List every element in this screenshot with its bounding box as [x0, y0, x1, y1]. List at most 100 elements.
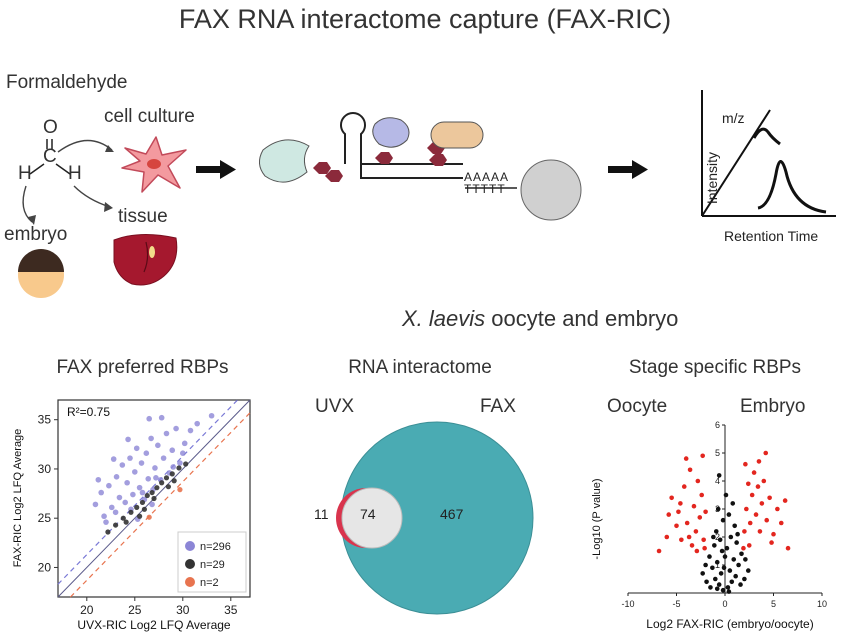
volcano-point: [694, 548, 700, 554]
x-tick-label: 20: [80, 603, 94, 617]
volcano-point: [782, 498, 788, 503]
volcano-point: [769, 540, 774, 545]
volcano-chart: -10-50510123456 Log2 FAX-RIC (embryo/ooc…: [591, 420, 827, 631]
x-tick-label: 0: [722, 599, 727, 609]
y-tick-label: 35: [38, 413, 52, 427]
volcano-point: [656, 548, 662, 554]
tissue-icon: [113, 234, 178, 286]
y-tick-label: 5: [715, 448, 720, 458]
volcano-point: [674, 523, 679, 529]
volcano-point: [746, 543, 752, 548]
volcano-point: [707, 554, 712, 559]
legend-label: n=296: [200, 541, 231, 553]
volcano-point: [713, 529, 719, 534]
volcano-point: [687, 467, 693, 473]
scatter-point: [137, 513, 143, 519]
scatter-point: [123, 519, 129, 525]
volcano-point: [712, 543, 717, 548]
volcano-point: [739, 551, 744, 557]
x-tick-label: -10: [621, 599, 634, 609]
scatter-point: [173, 425, 179, 432]
x-tick-label: 10: [817, 599, 827, 609]
scatter-point: [177, 487, 183, 493]
scatter-point: [105, 529, 111, 535]
upper-threshold-line: [57, 399, 238, 585]
scatter-point: [98, 489, 104, 496]
volcano-point: [734, 540, 739, 545]
scatter-point: [138, 460, 145, 466]
volcano-point: [778, 520, 784, 526]
venn-overlap-count: 74: [360, 506, 376, 522]
scatter-point: [119, 462, 126, 468]
volcano-point: [771, 531, 776, 537]
formaldehyde-label: Formaldehyde: [6, 72, 128, 93]
scatter-point: [181, 440, 188, 447]
volcano-point: [686, 534, 692, 540]
scatter-point: [116, 494, 123, 501]
scatter-point: [113, 522, 119, 528]
volcano-point: [693, 529, 699, 534]
scatter-point: [163, 430, 170, 437]
scatter-point: [160, 455, 167, 461]
scatter-point: [128, 509, 134, 515]
volcano-y-axis-label: -Log10 (P value): [591, 478, 603, 559]
volcano-point: [733, 573, 738, 579]
mass-spec-plot: [701, 90, 836, 217]
cell-culture-icon: [121, 136, 187, 193]
volcano-point: [726, 589, 732, 594]
venn-fax-only-count: 467: [440, 506, 464, 522]
volcano-point: [681, 484, 687, 489]
scatter-point: [176, 465, 182, 471]
volcano-point: [699, 492, 705, 498]
venn-panel-title: RNA interactome: [348, 357, 492, 378]
scatter-point: [187, 427, 194, 434]
volcano-point: [730, 501, 736, 506]
volcano-point: [703, 509, 708, 515]
y-tick-label: 20: [38, 560, 52, 574]
volcano-point: [700, 453, 705, 459]
volcano-point: [669, 495, 674, 501]
volcano-point: [700, 571, 705, 576]
volcano-point: [741, 545, 746, 551]
figure-title: FAX RNA interactome capture (FAX-RIC): [178, 4, 672, 34]
volcano-point: [710, 565, 715, 571]
volcano-point: [728, 534, 734, 540]
scatter-point: [130, 491, 136, 498]
legend-label: n=2: [200, 577, 219, 589]
volcano-point: [764, 517, 770, 523]
volcano-point: [749, 492, 755, 498]
volcano-point: [718, 571, 724, 576]
volcano-point: [785, 545, 791, 551]
cell-culture-label: cell culture: [104, 106, 195, 127]
volcano-point: [763, 450, 769, 456]
y-tick-label: 4: [715, 476, 720, 486]
volcano-point: [726, 512, 732, 517]
scatter-point: [113, 474, 120, 480]
hydrogen-atom-label-2: H: [68, 163, 82, 184]
y-tick-label: 25: [38, 511, 52, 525]
scatter-point: [169, 447, 176, 454]
volcano-point: [722, 554, 728, 559]
scatter-point: [145, 476, 152, 482]
scatter-point: [133, 445, 140, 452]
volcano-point: [745, 568, 751, 573]
hydrogen-atom-label-1: H: [18, 163, 32, 184]
lower-threshold-line: [70, 412, 251, 598]
scatter-point: [159, 480, 165, 486]
scatter-y-axis-label: FAX-RIC Log2 LFQ Average: [12, 429, 24, 568]
volcano-point: [720, 517, 726, 523]
volcano-point: [717, 537, 723, 543]
embryo-label: embryo: [4, 224, 68, 245]
oligo-t-label: TTTTT: [464, 182, 506, 196]
scatter-point: [146, 514, 152, 520]
venn-left-label: UVX: [315, 396, 355, 417]
ms-x-axis-label: Retention Time: [724, 228, 819, 244]
scatter-point: [208, 412, 215, 419]
volcano-point: [701, 537, 706, 543]
volcano-point: [716, 582, 722, 587]
volcano-point: [678, 501, 683, 506]
volcano-point: [714, 586, 720, 592]
scatter-point: [163, 475, 170, 481]
scatter-point: [124, 479, 130, 486]
